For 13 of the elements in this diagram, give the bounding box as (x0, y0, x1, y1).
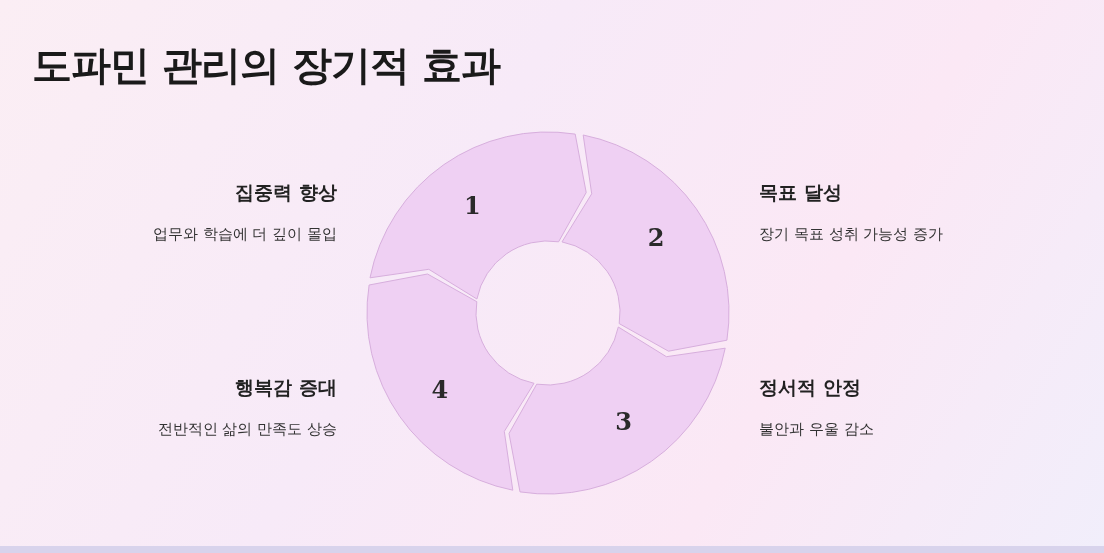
step-number: 3 (615, 406, 633, 436)
step-number: 2 (647, 222, 665, 252)
step-heading: 집중력 향상 (235, 180, 337, 205)
step-description: 업무와 학습에 더 깊이 몰입 (152, 225, 337, 244)
step-description: 장기 목표 성취 가능성 증가 (759, 225, 944, 244)
step-description: 불안과 우울 감소 (759, 420, 874, 439)
page-title: 도파민 관리의 장기적 효과 (32, 41, 500, 90)
step-description: 전반적인 삶의 만족도 상승 (157, 420, 337, 439)
step-number: 1 (463, 190, 481, 220)
step-heading: 정서적 안정 (759, 375, 861, 400)
step-heading: 행복감 증대 (235, 375, 337, 400)
step-number: 4 (431, 374, 449, 404)
step-heading: 목표 달성 (759, 180, 842, 205)
